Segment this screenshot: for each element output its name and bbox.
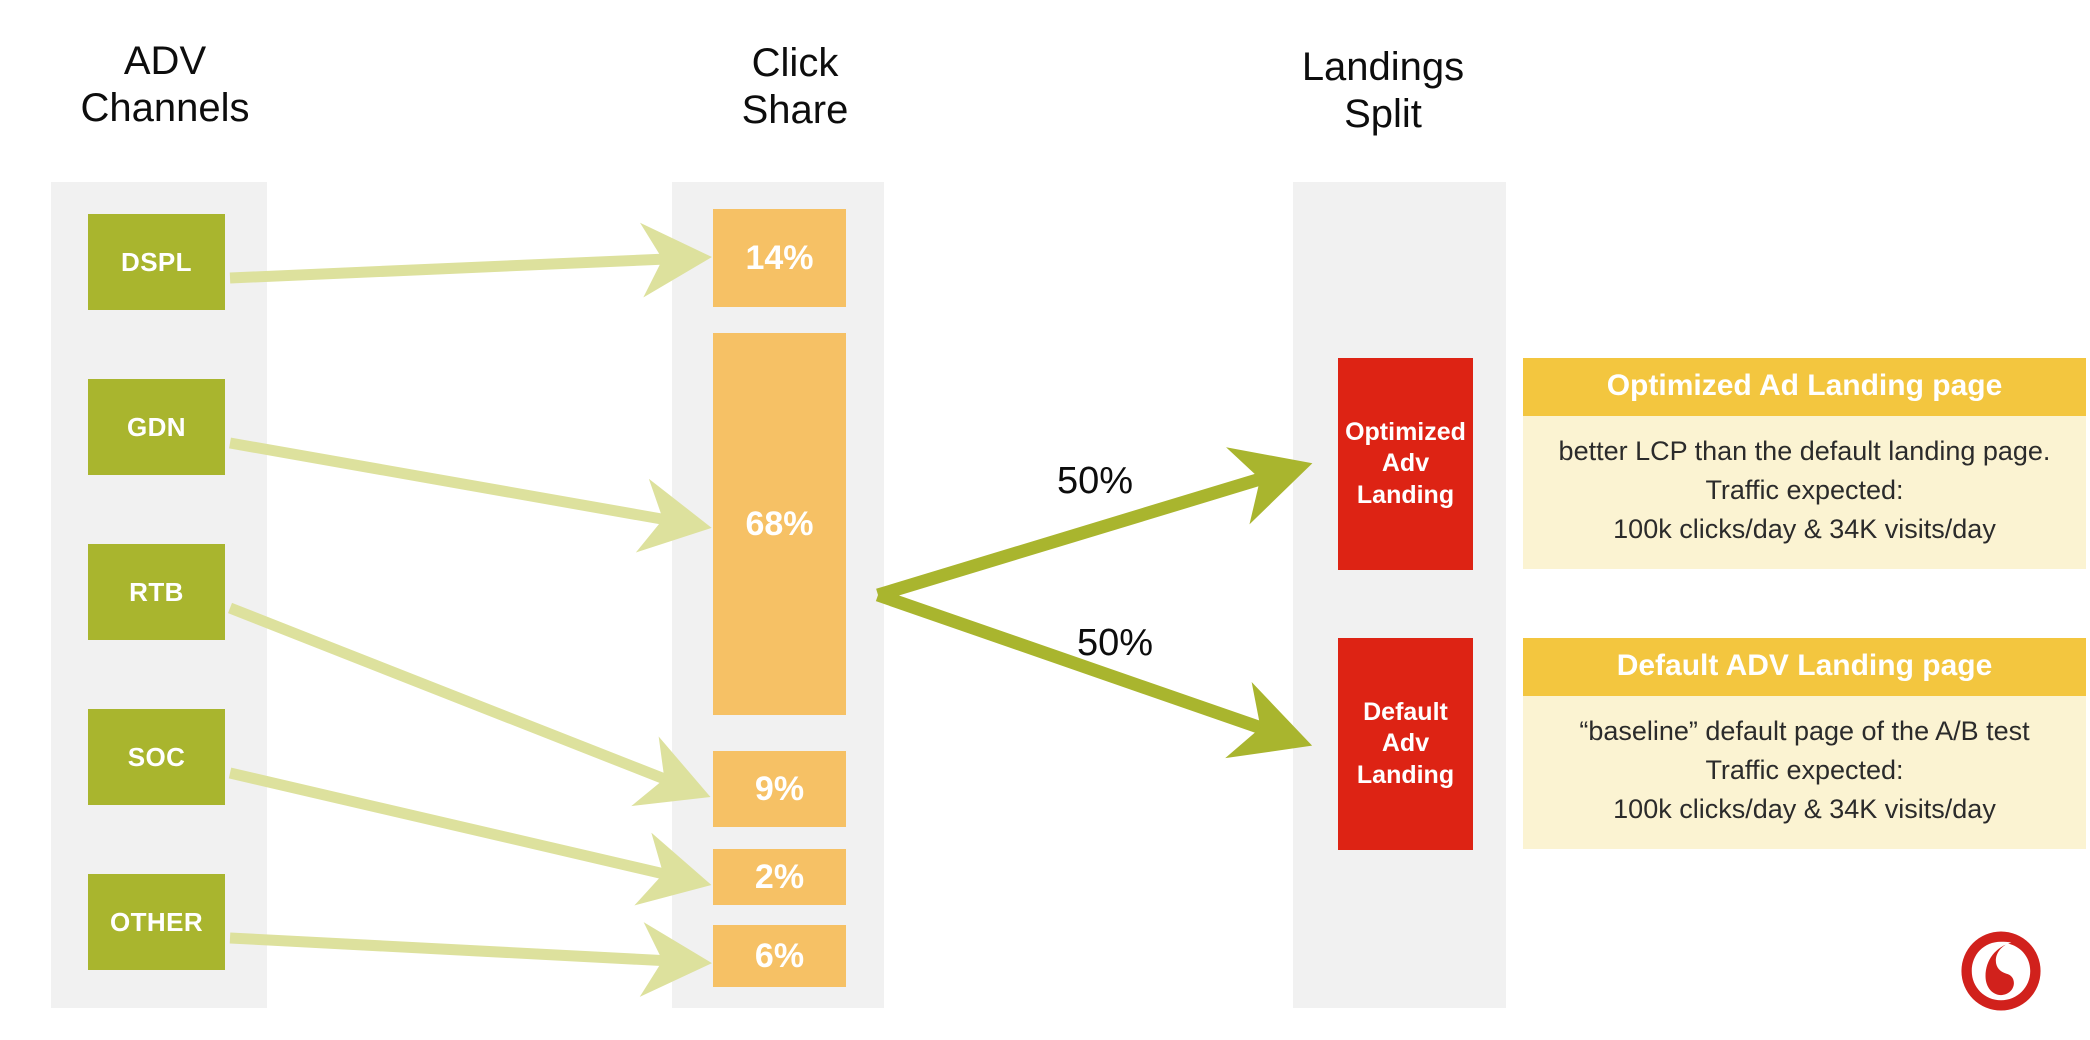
channel-box-dspl[interactable]: DSPL — [88, 214, 225, 310]
channel-label: RTB — [129, 576, 184, 607]
share-bar-rtb[interactable]: 9% — [713, 751, 846, 827]
column-header-landings-split: Landings Split — [1301, 45, 1465, 137]
share-value: 14% — [745, 238, 814, 277]
arrow-other-to-6 — [229, 922, 712, 997]
landing-box-optimized[interactable]: Optimized Adv Landing — [1338, 358, 1473, 570]
info-card-optimized: Optimized Ad Landing page better LCP tha… — [1523, 358, 2086, 570]
share-bar-other[interactable]: 6% — [713, 925, 846, 987]
landing-label: Default Adv Landing — [1356, 698, 1455, 789]
share-bar-gdn[interactable]: 68% — [713, 333, 846, 715]
channel-box-other[interactable]: OTHER — [88, 874, 225, 970]
share-value: 2% — [754, 857, 805, 896]
arrow-gdn-to-68 — [229, 437, 712, 553]
arrow-dspl-to-14 — [229, 222, 712, 298]
column-header-adv-channels: ADV Channels — [80, 39, 250, 131]
info-card-default: Default ADV Landing page “baseline” defa… — [1523, 638, 2086, 850]
arrow-soc-to-2 — [228, 767, 712, 906]
info-card-body: “baseline” default page of the A/B test … — [1523, 696, 2086, 850]
channel-box-rtb[interactable]: RTB — [88, 544, 225, 640]
vodafone-logo-icon — [1961, 931, 2041, 1011]
info-card-title: Optimized Ad Landing page — [1523, 358, 2086, 416]
channel-label: DSPL — [121, 246, 192, 277]
share-bar-soc[interactable]: 2% — [713, 849, 846, 905]
arrow-rtb-to-9 — [227, 602, 711, 807]
landing-label: Optimized Adv Landing — [1345, 418, 1466, 509]
landing-box-default[interactable]: Default Adv Landing — [1338, 638, 1473, 850]
panel-landings-split — [1293, 182, 1506, 1008]
split-label-top: 50% — [1056, 460, 1134, 502]
arrow-split-bottom — [875, 588, 1313, 759]
share-value: 9% — [754, 769, 805, 808]
channel-label: OTHER — [110, 906, 203, 937]
share-bar-dspl[interactable]: 14% — [713, 209, 846, 307]
channel-box-soc[interactable]: SOC — [88, 709, 225, 805]
info-card-body: better LCP than the default landing page… — [1523, 416, 2086, 570]
split-label-bottom: 50% — [1076, 622, 1154, 664]
share-value: 6% — [754, 936, 805, 975]
channel-label: SOC — [127, 741, 186, 772]
share-value: 68% — [745, 504, 814, 543]
column-header-click-share: Click Share — [741, 41, 849, 133]
channel-label: GDN — [127, 411, 186, 442]
channel-box-gdn[interactable]: GDN — [88, 379, 225, 475]
info-card-title: Default ADV Landing page — [1523, 638, 2086, 696]
